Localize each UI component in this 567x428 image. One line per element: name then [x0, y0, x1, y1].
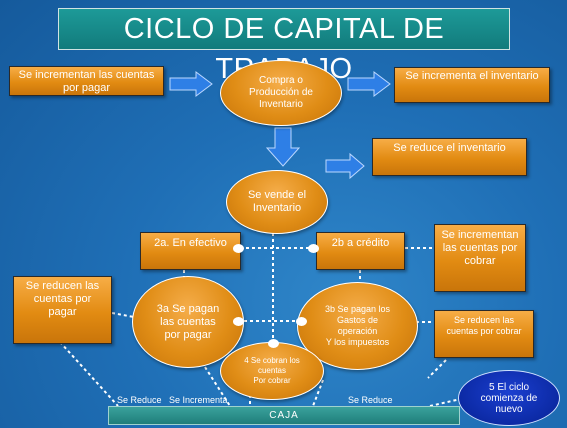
page-title: CICLO DE CAPITAL DE TRABAJO	[58, 8, 510, 85]
connector-dot	[233, 317, 244, 326]
arrow-down-icon	[265, 127, 301, 167]
arrow-right-icon	[325, 152, 365, 180]
connector-dot	[296, 317, 307, 326]
increase-connector	[204, 366, 231, 407]
increase-payables-box: Se incrementan las cuentas por pagar	[9, 66, 164, 96]
collect-oval: 4 Se cobran los cuentas Por cobrar	[220, 342, 324, 400]
pay-accounts-oval: 3a Se pagan las cuentas por pagar	[132, 276, 244, 368]
reduce-right-label: Se Reduce	[348, 395, 393, 405]
purchase-oval-label: Compra o Producción de Inventario	[249, 75, 313, 110]
arrow-right-icon	[169, 71, 213, 97]
reduce-left-label: Se Reduce	[117, 395, 162, 405]
restart-oval: 5 El ciclo comienza de nuevo	[458, 370, 560, 426]
sale-oval: Se vende el Inventario	[226, 170, 328, 234]
sale-oval-label: Se vende el Inventario	[247, 189, 307, 214]
increase-label: Se Incrementa	[169, 395, 228, 405]
reduce-receivables-box: Se reducen las cuentas por cobrar	[434, 310, 534, 358]
credit-sale-box: 2b a crédito	[316, 232, 405, 270]
purchase-oval: Compra o Producción de Inventario	[220, 60, 342, 126]
caja-bar: CAJA	[108, 406, 460, 425]
pay-expenses-oval: 3b Se pagan los Gastos de operación Y lo…	[297, 282, 418, 370]
increase-inventory-box: Se incrementa el inventario	[394, 67, 550, 103]
pay-accounts-oval-label: 3a Se pagan las cuentas por pagar	[156, 302, 220, 341]
pay-expenses-oval-label: 3b Se pagan los Gastos de operación Y lo…	[324, 304, 391, 347]
connector-dot	[233, 244, 244, 253]
left-reduce-connector	[59, 341, 119, 407]
restart-oval-label: 5 El ciclo comienza de nuevo	[480, 381, 538, 415]
connector-dot	[308, 244, 319, 253]
pay-reduce-payables-connector	[111, 312, 135, 318]
collect-oval-label: 4 Se cobran los cuentas Por cobrar	[244, 356, 300, 385]
reduce-inventory-box: Se reduce el inventario	[372, 138, 527, 176]
right-reduce-connector	[312, 379, 324, 407]
receivables-to-restart-connector	[427, 359, 447, 379]
arrow-right-icon	[347, 71, 391, 97]
reduce-payables-box: Se reducen las cuentas por pagar	[13, 276, 112, 344]
cash-payment-box: 2a. En efectivo	[140, 232, 241, 270]
connector-dot	[268, 339, 279, 348]
increase-receivables-box: Se incrementan las cuentas por cobrar	[434, 224, 526, 292]
